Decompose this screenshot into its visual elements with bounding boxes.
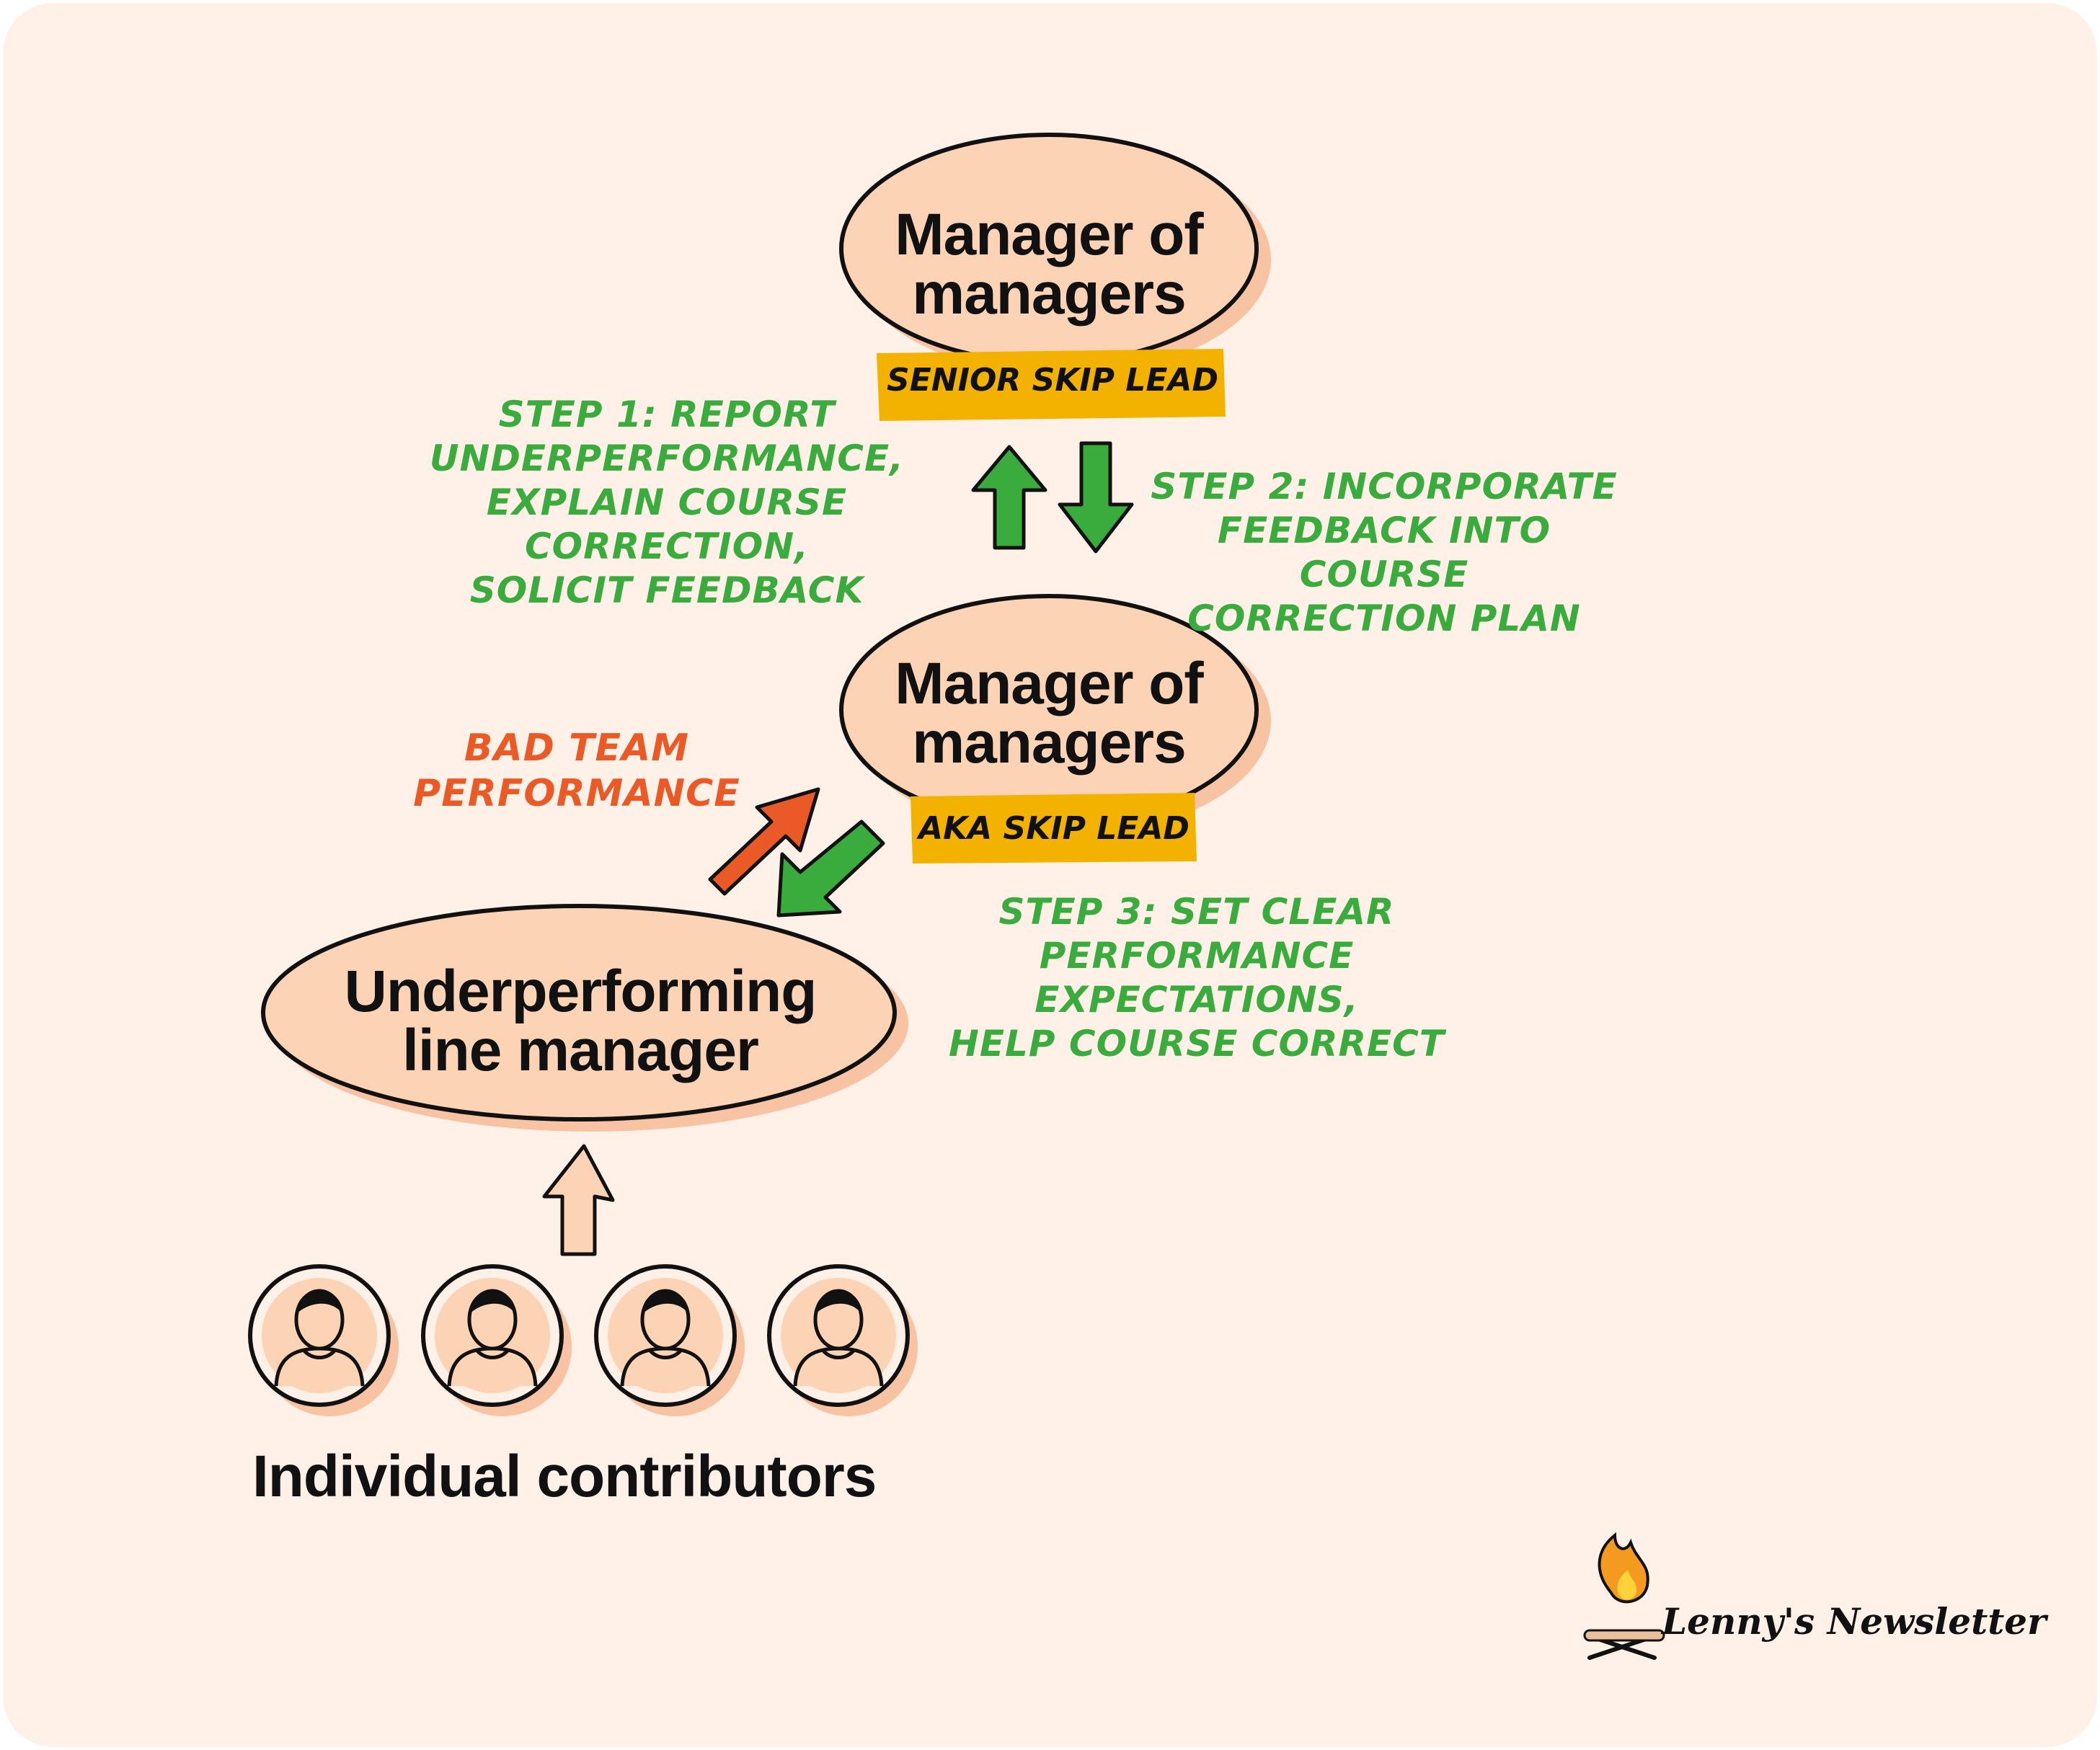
senior-skip-lead-tag: SENIOR SKIP LEAD <box>887 362 1218 399</box>
senior-node-title: Manager of managers <box>895 202 1203 327</box>
aka-skip-lead-tag: AKA SKIP LEAD <box>918 810 1189 847</box>
person-icon <box>767 1264 918 1416</box>
step2-note: STEP 2: INCORPORATE FEEDBACK INTO COURSE… <box>1151 466 1618 639</box>
step1-note: STEP 1: REPORT UNDERPERFORMANCE, EXPLAIN… <box>429 394 905 611</box>
arrow-down-icon <box>1058 441 1134 554</box>
tag-senior-skip-lead-bg <box>877 349 1226 421</box>
arrow-bad-performance-icon <box>708 787 820 896</box>
arrow-contributors-icon <box>542 1144 615 1256</box>
skip-node-title: Manager of managers <box>895 651 1203 776</box>
person-icon <box>594 1264 745 1416</box>
person-icon <box>248 1264 399 1416</box>
contributors-group <box>248 1264 918 1416</box>
step3-note: STEP 3: SET CLEAR PERFORMANCE EXPECTATIO… <box>949 891 1445 1065</box>
node-senior-manager <box>839 133 1271 375</box>
campfire-icon <box>1583 1532 1665 1660</box>
bad-performance-note: BAD TEAM PERFORMANCE <box>413 727 740 816</box>
brand-name: Lenny's Newsletter <box>1662 1600 2047 1643</box>
line-node-title: Underperforming line manager <box>344 959 818 1083</box>
contributors-label: Individual contributors <box>252 1444 877 1509</box>
arrow-step3-icon <box>776 820 885 918</box>
arrow-up-icon <box>971 445 1047 550</box>
node-line-manager <box>261 904 908 1132</box>
tag-aka-skip-lead-bg <box>911 793 1197 863</box>
person-icon <box>421 1264 572 1416</box>
